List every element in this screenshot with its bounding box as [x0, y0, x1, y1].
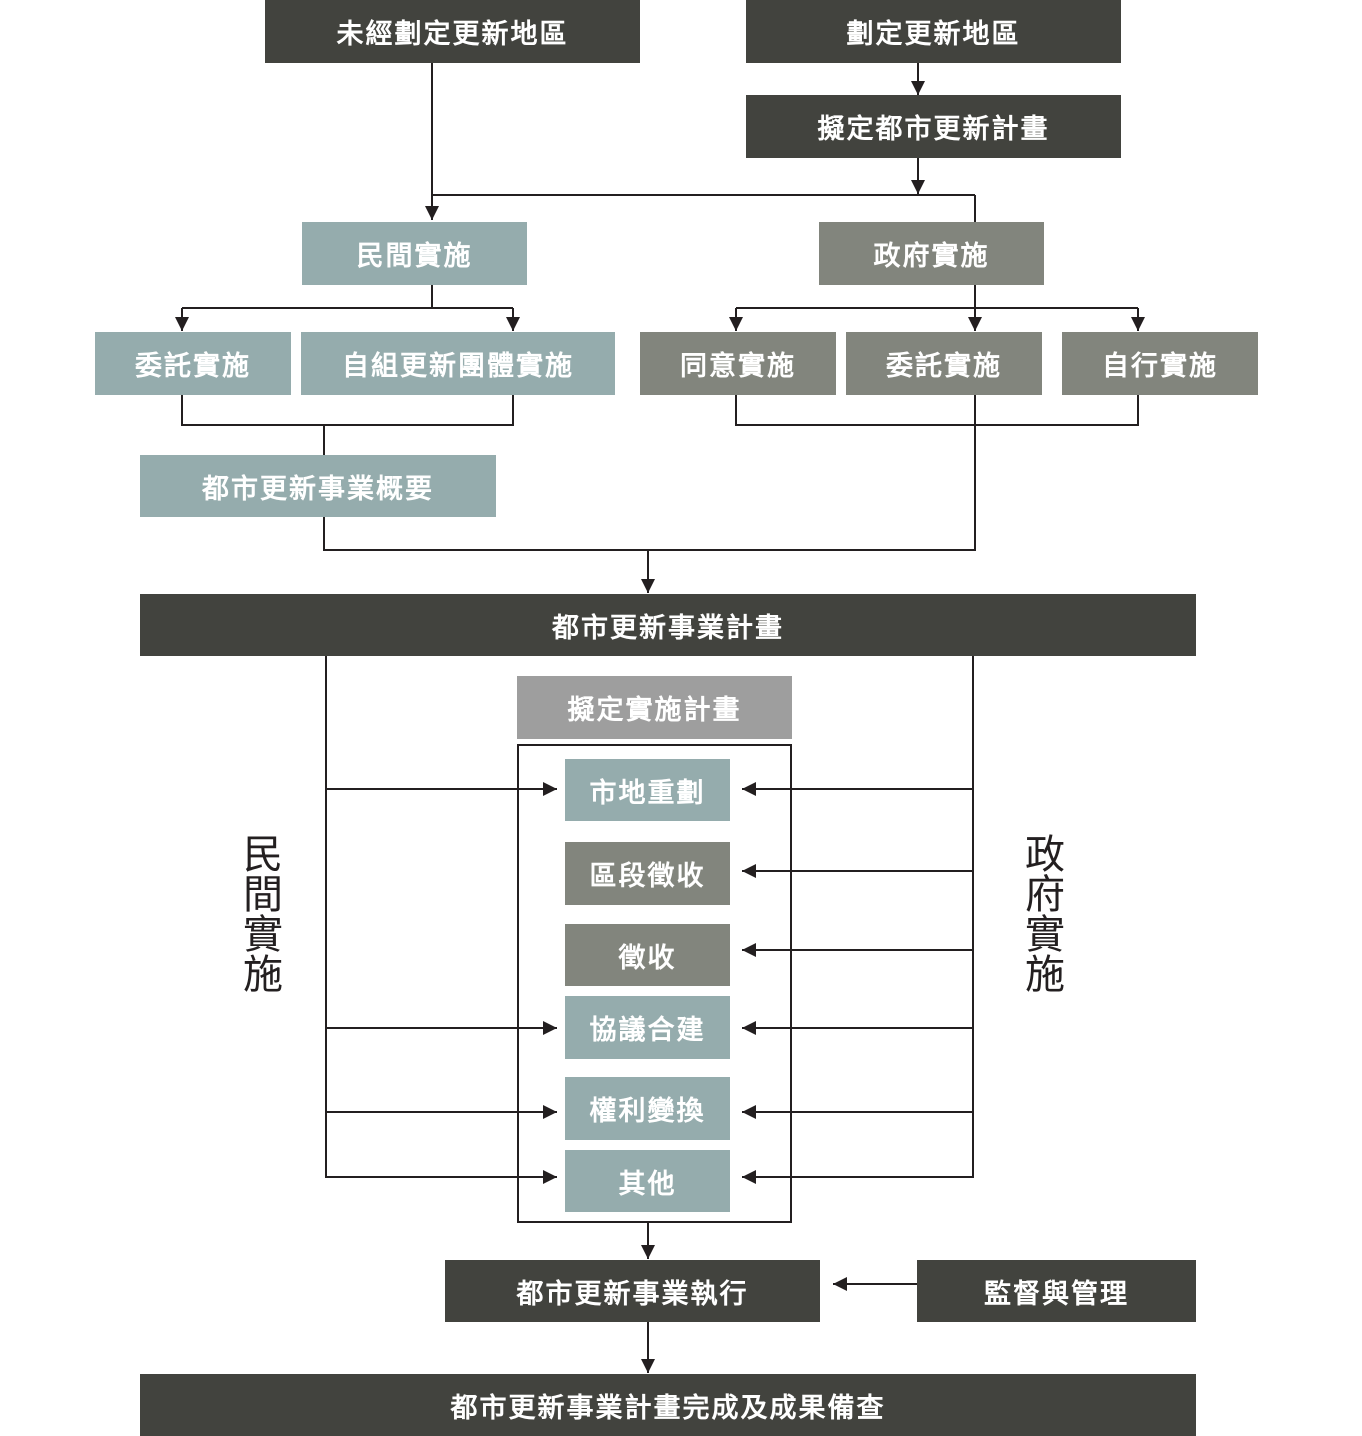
government-entrusted-box: 委託實施 [846, 332, 1042, 395]
business-outline-box: 都市更新事業概要 [140, 455, 496, 517]
self-implementation-box: 自行實施 [1062, 332, 1258, 395]
method-land-readjustment: 市地重劃 [565, 759, 730, 821]
method-zone-expropriation: 區段徵收 [565, 842, 730, 905]
designated-area-box: 劃定更新地區 [746, 0, 1121, 63]
method-expropriation: 徵收 [565, 924, 730, 986]
method-joint-development: 協議合建 [565, 996, 730, 1059]
consent-implementation-box: 同意實施 [640, 332, 836, 395]
method-other: 其他 [565, 1150, 730, 1212]
supervision-management-box: 監督與管理 [917, 1260, 1196, 1322]
government-implementation-box: 政府實施 [819, 222, 1044, 285]
private-implementation-box: 民間實施 [302, 222, 527, 285]
draft-renewal-plan-box: 擬定都市更新計畫 [746, 95, 1121, 158]
self-organized-group-box: 自組更新團體實施 [301, 332, 615, 395]
connector-outline-down [323, 425, 976, 551]
connector-private-merge [181, 395, 514, 426]
draft-implementation-plan-box: 擬定實施計畫 [517, 676, 792, 739]
business-plan-box: 都市更新事業計畫 [140, 594, 1196, 656]
completion-box: 都市更新事業計畫完成及成果備查 [140, 1374, 1196, 1436]
undesignated-area-box: 未經劃定更新地區 [265, 0, 640, 63]
implementation-methods-frame [517, 744, 792, 1223]
connector-government-merge [735, 395, 1139, 426]
business-execution-box: 都市更新事業執行 [445, 1260, 820, 1322]
government-side-label: 政府實施 [1018, 833, 1064, 993]
private-entrusted-box: 委託實施 [95, 332, 291, 395]
method-rights-transformation: 權利變換 [565, 1077, 730, 1140]
private-side-label: 民間實施 [236, 833, 282, 993]
